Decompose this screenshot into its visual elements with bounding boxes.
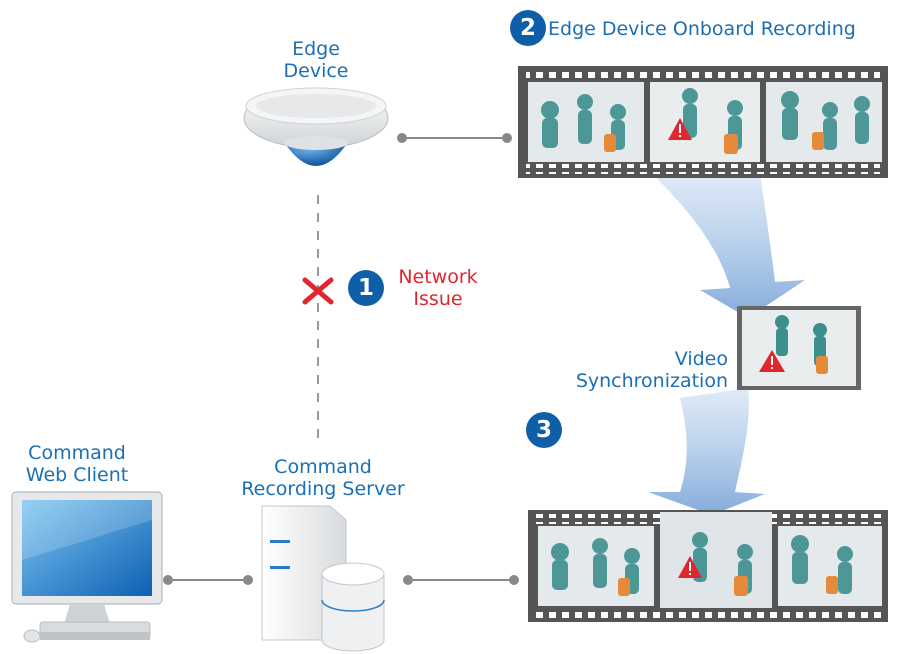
network-issue-label-line1: Network (398, 266, 478, 288)
web-client-label-line2: Web Client (25, 464, 129, 486)
network-issue-label-line2: Issue (413, 288, 463, 310)
network-issue-label: Network Issue (390, 266, 486, 310)
web-client-label: Command Web Client (12, 442, 142, 486)
recording-server-label-line2: Recording Server (241, 478, 405, 500)
film-strip-server-recording (528, 510, 888, 622)
step-3-number: 3 (535, 417, 552, 443)
database-icon (321, 562, 385, 652)
video-sync-label-line2: Synchronization (575, 370, 728, 392)
recording-server-label-line1: Command (274, 456, 372, 478)
step-2-badge: 2 (510, 10, 546, 46)
step-2-number: 2 (519, 15, 536, 41)
video-sync-label: Video Synchronization (548, 348, 728, 392)
connector-server-to-film (403, 575, 519, 585)
warning-triangle-icon (668, 118, 692, 140)
connector-camera-to-film (397, 133, 512, 143)
connector-client-to-server (163, 575, 253, 585)
web-client-label-line1: Command (28, 442, 126, 464)
film-frame-sync (737, 306, 861, 390)
recording-server-label: Command Recording Server (228, 456, 418, 500)
sync-arrow-upper (650, 172, 805, 318)
network-error-x-icon (302, 277, 334, 305)
edge-recording-title: Edge Device Onboard Recording (548, 18, 856, 40)
warning-triangle-icon (678, 556, 702, 578)
warning-triangle-icon (759, 350, 785, 372)
monitor-icon (11, 491, 163, 643)
edge-device-label: Edge Device (268, 38, 364, 82)
video-sync-label-line1: Video (674, 348, 728, 370)
edge-device-label-line1: Edge (292, 38, 340, 60)
step-1-badge: 1 (348, 270, 384, 306)
step-1-number: 1 (357, 275, 374, 301)
sync-arrow-lower (648, 388, 765, 515)
dome-camera-icon (243, 87, 389, 166)
edge-device-label-line2: Device (283, 60, 349, 82)
film-strip-edge-recording (518, 66, 888, 178)
step-3-badge: 3 (526, 412, 562, 448)
